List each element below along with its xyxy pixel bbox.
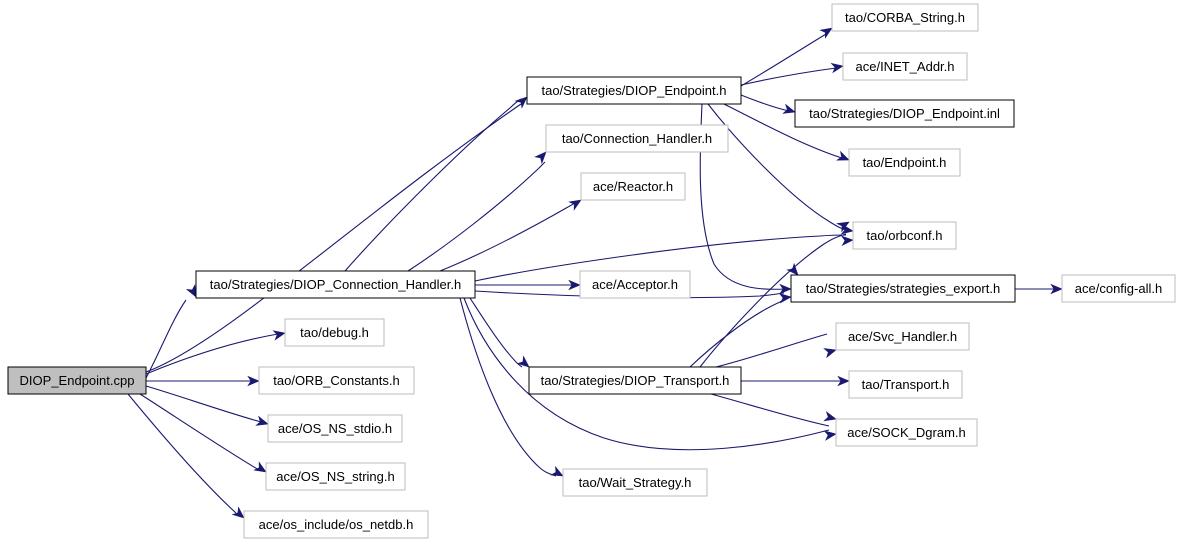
node-box-os_netdb_h[interactable]: [243, 510, 429, 539]
arrowhead-connection_handler_h: [534, 151, 547, 165]
edges-layer: [127, 33, 1055, 514]
node-endpoint_h[interactable]: tao/Endpoint.h: [848, 148, 961, 177]
node-box-os_ns_string_h[interactable]: [265, 462, 406, 491]
edge-diop_transport_h-to-svc_handler_h: [715, 333, 828, 368]
edge-diop_connection_handler_h-to-wait_strategy_h: [459, 297, 557, 477]
node-diop_connection_handler_h[interactable]: tao/Strategies/DIOP_Connection_Handler.h: [195, 270, 476, 299]
arrowhead-acceptor_h: [568, 279, 581, 291]
node-box-sock_dgram_h[interactable]: [835, 418, 978, 447]
arrowheads-layer: [185, 27, 1063, 519]
node-corba_string_h[interactable]: tao/CORBA_String.h: [831, 3, 979, 32]
edge-diop_connection_handler_h-to-connection_handler_h: [407, 161, 546, 272]
arrowhead-os_ns_stdio_h: [255, 415, 269, 426]
edge-diop_endpoint_cpp-to-os_netdb_h: [127, 393, 237, 514]
node-box-transport_h[interactable]: [848, 370, 963, 399]
node-orb_constants_h[interactable]: tao/ORB_Constants.h: [258, 366, 415, 395]
node-box-acceptor_h[interactable]: [579, 270, 691, 299]
node-acceptor_h[interactable]: ace/Acceptor.h: [579, 270, 691, 299]
node-box-strategies_export_h[interactable]: [790, 274, 1016, 303]
node-debug_h[interactable]: tao/debug.h: [284, 318, 385, 347]
edge-diop_endpoint_cpp-to-os_ns_stdio_h: [145, 385, 262, 423]
node-box-diop_connection_handler_h[interactable]: [195, 270, 476, 299]
edge-diop_endpoint_h-to-corba_string_h: [740, 33, 827, 87]
node-diop_endpoint_h[interactable]: tao/Strategies/DIOP_Endpoint.h: [526, 76, 742, 105]
node-box-os_ns_stdio_h[interactable]: [267, 414, 403, 443]
arrowhead-orb_constants_h: [247, 375, 260, 387]
node-config_all_h[interactable]: ace/config-all.h: [1061, 274, 1176, 303]
node-connection_handler_h[interactable]: tao/Connection_Handler.h: [545, 124, 729, 153]
arrowhead-config_all_h: [1050, 283, 1063, 295]
edge-diop_transport_h-to-sock_dgram_h: [710, 393, 830, 427]
edge-diop_connection_handler_h-to-strategies_export_h: [474, 290, 785, 299]
node-box-wait_strategy_h[interactable]: [562, 468, 708, 497]
node-box-diop_endpoint_h[interactable]: [526, 76, 742, 105]
node-box-endpoint_h[interactable]: [848, 148, 961, 177]
arrowhead-transport_h: [837, 375, 850, 387]
arrowhead-wait_strategy_h: [550, 465, 564, 477]
node-svc_handler_h[interactable]: ace/Svc_Handler.h: [835, 322, 970, 351]
arrowhead-endpoint_h: [836, 150, 850, 161]
node-box-corba_string_h[interactable]: [831, 3, 979, 32]
node-box-reactor_h[interactable]: [580, 172, 686, 201]
node-reactor_h[interactable]: ace/Reactor.h: [580, 172, 686, 201]
node-diop_transport_h[interactable]: tao/Strategies/DIOP_Transport.h: [528, 366, 742, 395]
node-box-diop_transport_h[interactable]: [528, 366, 742, 395]
arrowhead-diop_transport_h: [516, 355, 530, 368]
arrowhead-strategies_export_h_2: [778, 293, 792, 304]
edge-diop_connection_handler_h-to-diop_transport_h: [469, 297, 523, 368]
arrowhead-debug_h: [272, 330, 286, 341]
arrowhead-sock_dgram_h: [823, 411, 837, 422]
edge-diop_endpoint_cpp-to-diop_connection_handler_h: [145, 299, 187, 379]
node-box-diop_endpoint_cpp[interactable]: [7, 366, 147, 395]
edge-diop_connection_handler_h-to-reactor_h: [439, 201, 577, 272]
node-transport_h[interactable]: tao/Transport.h: [848, 370, 963, 399]
arrowhead-inet_addr_h: [830, 62, 844, 74]
edge-diop_connection_handler_h-to-diop_endpoint_h: [344, 98, 522, 272]
arrowhead-diop_endpoint_h: [514, 96, 528, 109]
node-os_ns_string_h[interactable]: ace/OS_NS_string.h: [265, 462, 406, 491]
node-box-inet_addr_h[interactable]: [842, 52, 968, 81]
node-box-svc_handler_h[interactable]: [835, 322, 970, 351]
node-os_netdb_h[interactable]: ace/os_include/os_netdb.h: [243, 510, 429, 539]
edge-diop_endpoint_h-to-orbconf_h: [707, 103, 847, 231]
edge-diop_transport_h-to-orbconf_h: [699, 233, 847, 368]
node-diop_endpoint_inl[interactable]: tao/Strategies/DIOP_Endpoint.inl: [794, 99, 1015, 128]
node-box-config_all_h[interactable]: [1061, 274, 1176, 303]
node-box-debug_h[interactable]: [284, 318, 385, 347]
edge-diop_endpoint_cpp-to-diop_endpoint_h: [145, 103, 522, 373]
arrowhead-svc_handler_h: [823, 348, 837, 359]
arrowhead-diop_endpoint_inl: [782, 103, 796, 114]
node-sock_dgram_h[interactable]: ace/SOCK_Dgram.h: [835, 418, 978, 447]
arrowhead-reactor_h: [568, 199, 582, 211]
node-strategies_export_h[interactable]: tao/Strategies/strategies_export.h: [790, 274, 1016, 303]
arrowhead-corba_string_h: [819, 27, 833, 39]
arrowhead-strategies_export_h_3: [786, 262, 799, 276]
edge-diop_endpoint_h-to-diop_endpoint_inl: [740, 94, 790, 112]
node-inet_addr_h[interactable]: ace/INET_Addr.h: [842, 52, 968, 81]
node-orbconf_h[interactable]: tao/orbconf.h: [852, 221, 957, 250]
edge-diop_endpoint_cpp-to-os_ns_string_h: [139, 393, 260, 471]
edge-diop_endpoint_h-to-endpoint_h: [723, 103, 843, 159]
edge-diop_endpoint_h-to-inet_addr_h: [740, 67, 837, 86]
edge-diop_connection_handler_h-to-sock_dgram_h: [463, 297, 830, 451]
node-wait_strategy_h[interactable]: tao/Wait_Strategy.h: [562, 468, 708, 497]
edge-diop_transport_h-to-strategies_export_h: [689, 298, 787, 368]
node-box-orb_constants_h[interactable]: [258, 366, 415, 395]
node-box-diop_endpoint_inl[interactable]: [794, 99, 1015, 128]
edge-diop_endpoint_cpp-to-debug_h: [145, 333, 279, 375]
arrowhead-sock_dgram_h_2: [823, 430, 837, 441]
node-diop_endpoint_cpp[interactable]: DIOP_Endpoint.cpp: [7, 366, 147, 395]
arrowhead-orbconf_h_2: [840, 235, 854, 247]
node-box-connection_handler_h[interactable]: [545, 124, 729, 153]
arrowhead-orbconf_h_3: [836, 221, 850, 233]
node-os_ns_stdio_h[interactable]: ace/OS_NS_stdio.h: [267, 414, 403, 443]
arrowhead-os_ns_string_h: [253, 461, 267, 473]
node-box-orbconf_h[interactable]: [852, 221, 957, 250]
arrowhead-os_netdb_h: [231, 506, 245, 519]
edge-diop_connection_handler_h-to-orbconf_h: [474, 234, 847, 282]
